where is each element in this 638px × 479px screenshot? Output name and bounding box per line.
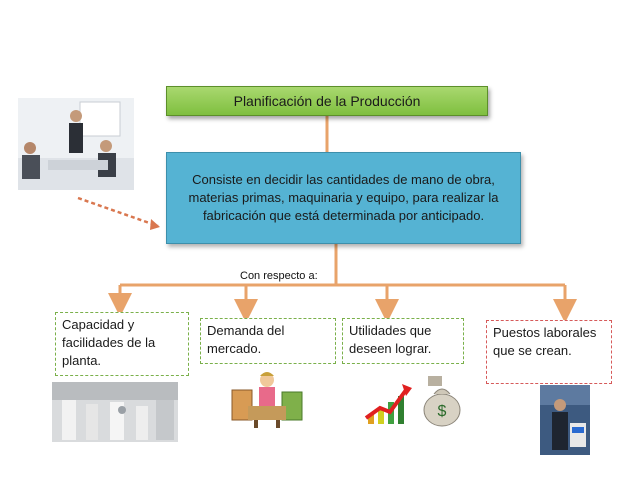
description-text: Consiste en decidir las cantidades de ma… xyxy=(188,172,499,223)
worker-photo xyxy=(540,385,590,455)
svg-text:$: $ xyxy=(438,403,447,420)
title-box: Planificación de la Producción xyxy=(166,86,488,116)
box-demanda-text: Demanda del mercado. xyxy=(207,323,285,356)
box-utilidades-text: Utilidades que deseen lograr. xyxy=(349,323,432,356)
box-capacidad-text: Capacidad y facilidades de la planta. xyxy=(62,317,156,368)
connector-label: Con respecto a: xyxy=(240,270,318,282)
description-box: Consiste en decidir las cantidades de ma… xyxy=(166,152,521,244)
meeting-photo xyxy=(18,98,134,190)
market-illustration xyxy=(231,372,303,428)
box-capacidad: Capacidad y facilidades de la planta. xyxy=(55,312,189,376)
box-puestos-text: Puestos laborales que se crean. xyxy=(493,325,597,358)
profit-chart-illustration: $ xyxy=(364,376,461,427)
title-text: Planificación de la Producción xyxy=(233,93,421,109)
box-demanda: Demanda del mercado. xyxy=(200,318,336,364)
factory-photo xyxy=(52,382,178,442)
box-utilidades: Utilidades que deseen lograr. xyxy=(342,318,464,364)
box-puestos: Puestos laborales que se crean. xyxy=(486,320,612,384)
